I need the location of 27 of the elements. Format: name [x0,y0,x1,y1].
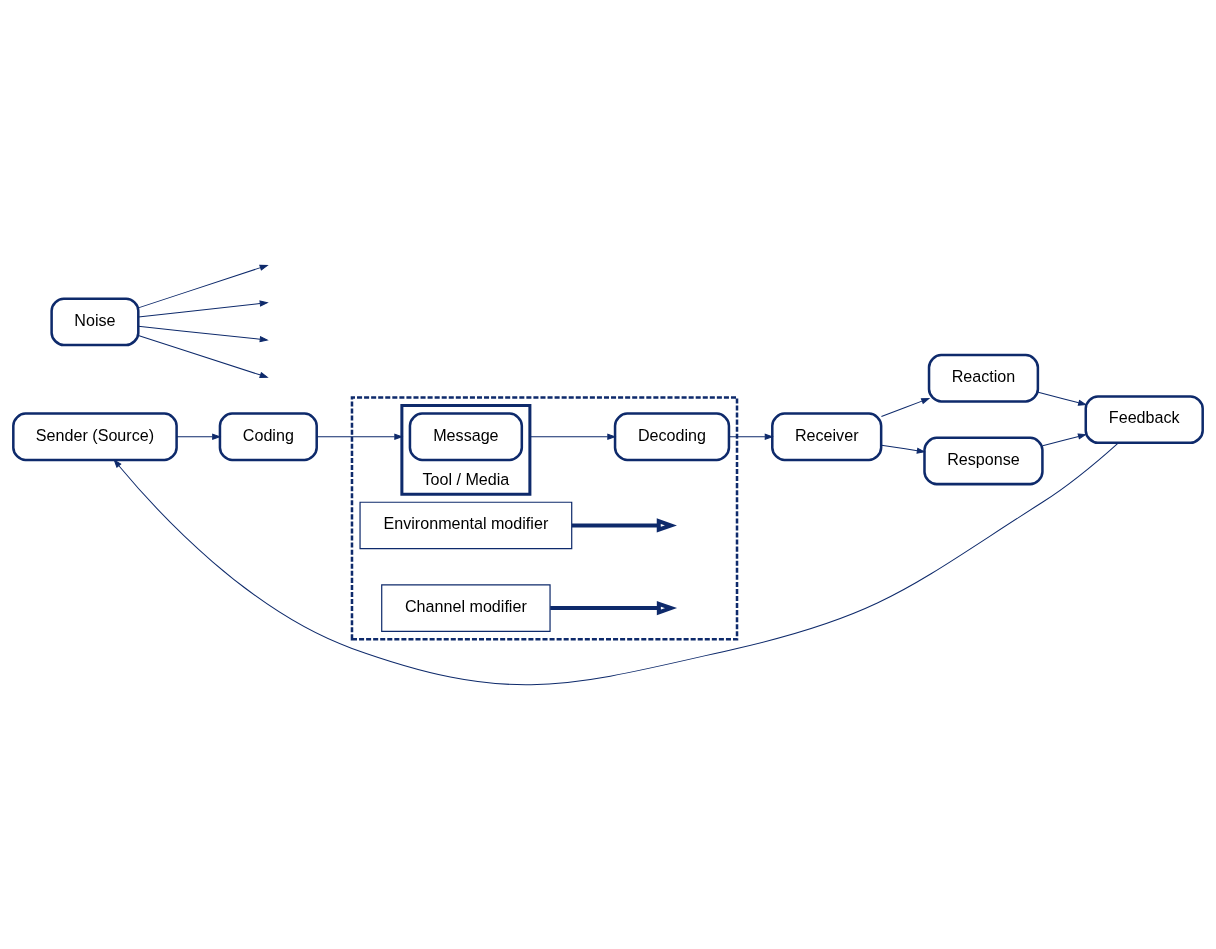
arrow [137,264,269,308]
node-box: Noise [50,296,140,346]
arrow [316,433,404,440]
node-box: Environmental modifier [359,501,573,549]
arrow [137,334,269,378]
arrow [137,299,269,318]
arrow [880,397,931,417]
arrow [529,433,617,440]
cluster [350,395,739,641]
node-box: Channel modifier [381,583,551,632]
arrow [550,600,678,615]
node-box: Decoding [613,411,731,461]
node-box: Sender (Source) [12,411,178,461]
node-box: Feedback [1084,394,1204,444]
arrow [880,444,926,454]
arrow [113,441,1119,685]
arrow [1042,432,1087,446]
arrow [176,433,222,440]
arrow [571,517,677,533]
node-box: Reaction [927,353,1040,403]
node-box: Response [923,436,1044,485]
arrow [728,433,774,440]
node-box: Receiver [771,411,883,461]
node-box: Coding [218,411,318,461]
node-box: Message [408,411,524,461]
arrow [137,325,269,342]
arrow [1037,391,1088,406]
